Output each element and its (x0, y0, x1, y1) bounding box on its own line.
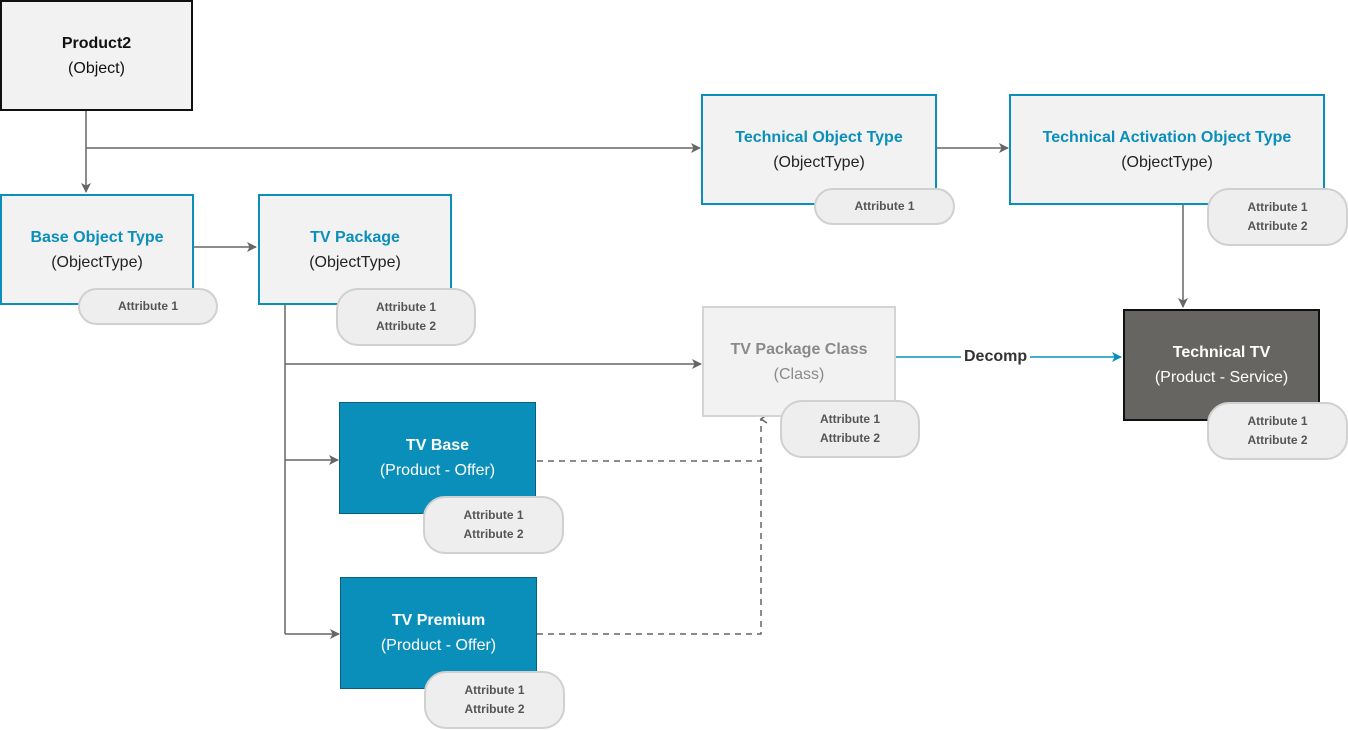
attribute-label: Attribute 2 (463, 527, 524, 541)
attribute-label: Attribute 1 (464, 683, 525, 697)
attribute-label: Attribute 2 (464, 702, 525, 716)
node-technical-object-type[interactable]: Technical Object Type (ObjectType) (701, 94, 937, 205)
node-subtitle: (ObjectType) (773, 153, 865, 171)
attribute-label: Attribute 1 (118, 299, 178, 313)
edge-tv-premium-to-tv-package-class-dashed (537, 461, 762, 635)
node-subtitle: (ObjectType) (309, 253, 401, 271)
attribute-label: Attribute 1 (463, 508, 524, 522)
node-subtitle: (ObjectType) (1121, 153, 1213, 171)
attribute-label: Attribute 1 (820, 412, 880, 426)
attribute-label: Attribute 1 (1247, 200, 1308, 214)
attribute-pill: Attribute 1 Attribute 2 (1207, 188, 1348, 246)
node-subtitle: (Product - Offer) (379, 462, 496, 479)
attribute-pill: Attribute 1 (78, 288, 218, 325)
attribute-label: Attribute 1 (854, 199, 915, 213)
attribute-label: Attribute 2 (1247, 219, 1308, 233)
node-title: TV Base (405, 437, 470, 454)
decomp-label: Decomp (961, 347, 1031, 367)
attribute-pill: Attribute 1 Attribute 2 (336, 288, 476, 346)
node-subtitle: (Product - Offer) (380, 637, 497, 654)
node-subtitle: (Class) (773, 365, 825, 383)
node-tv-package[interactable]: TV Package (ObjectType) (258, 194, 452, 305)
node-title: Technical Activation Object Type (1042, 128, 1292, 146)
node-tv-base[interactable]: TV Base (Product - Offer) (339, 402, 536, 514)
attribute-label: Attribute 1 (1247, 414, 1308, 428)
attribute-label: Attribute 2 (376, 319, 436, 333)
attribute-pill: Attribute 1 Attribute 2 (423, 496, 564, 554)
attribute-label: Attribute 1 (376, 300, 436, 314)
node-subtitle: (Product - Service) (1154, 369, 1289, 386)
node-title: TV Package Class (730, 340, 868, 358)
node-title: Technical TV (1172, 344, 1271, 361)
node-base-object-type[interactable]: Base Object Type (ObjectType) (0, 194, 194, 305)
attribute-label: Attribute 2 (820, 431, 880, 445)
node-tv-package-class[interactable]: TV Package Class (Class) (702, 306, 896, 417)
node-title: Product2 (61, 34, 132, 52)
attribute-pill: Attribute 1 Attribute 2 (1207, 402, 1348, 460)
attribute-pill: Attribute 1 Attribute 2 (424, 671, 565, 729)
node-title: TV Premium (391, 612, 486, 629)
node-title: Base Object Type (30, 228, 164, 246)
node-product2[interactable]: Product2 (Object) (0, 0, 193, 111)
node-subtitle: (ObjectType) (51, 253, 143, 271)
node-title: Technical Object Type (735, 128, 903, 146)
node-subtitle: (Object) (68, 59, 125, 77)
node-technical-activation-object-type[interactable]: Technical Activation Object Type (Object… (1009, 94, 1325, 205)
node-title: TV Package (310, 228, 400, 246)
attribute-label: Attribute 2 (1247, 433, 1308, 447)
attribute-pill: Attribute 1 Attribute 2 (780, 400, 920, 458)
attribute-pill: Attribute 1 (814, 188, 955, 225)
edge-tv-base-to-tv-package-class-dashed (537, 414, 768, 462)
